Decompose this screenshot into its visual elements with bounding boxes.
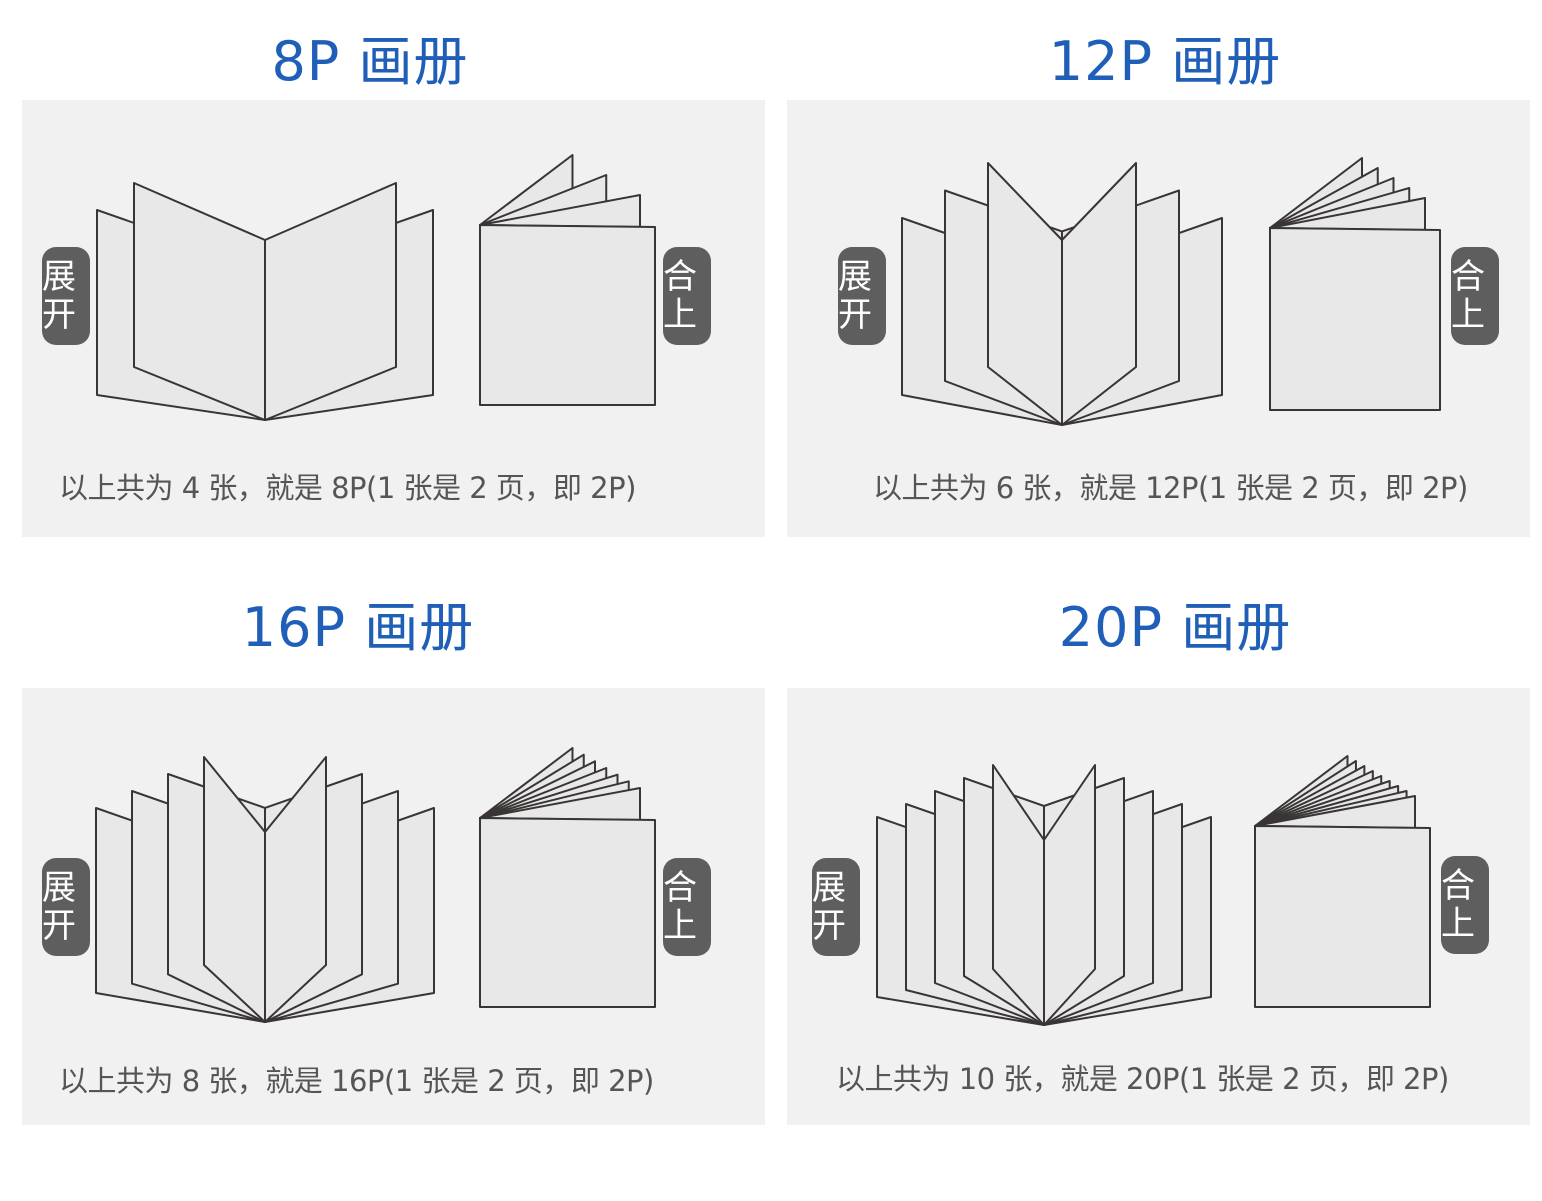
- booklet-illustration: [901, 157, 1441, 426]
- booklet-illustration: [96, 154, 656, 421]
- caption: 以上共为 8 张，就是 16P(1 张是 2 页，即 2P): [59, 1064, 654, 1098]
- caption: 以上共为 4 张，就是 8P(1 张是 2 页，即 2P): [59, 471, 636, 505]
- booklet-illustration: [95, 747, 656, 1023]
- caption: 以上共为 6 张，就是 12P(1 张是 2 页，即 2P): [873, 471, 1468, 505]
- open-sheet: [1061, 162, 1137, 426]
- open-label: 展开: [42, 257, 76, 335]
- panel-8p: 展开 合上 以上共为 4 张，就是 8P(1 张是 2 页，即 2P): [22, 100, 765, 537]
- open-sheet: [264, 756, 327, 1023]
- booklet-illustration: [876, 755, 1431, 1026]
- open-badge: 展开: [812, 858, 860, 956]
- title-12p: 12P 画册: [1048, 30, 1282, 93]
- closed-badge: 合上: [663, 858, 711, 956]
- title-16p: 16P 画册: [241, 596, 475, 659]
- closed-label: 合上: [1451, 257, 1485, 335]
- caption: 以上共为 10 张，就是 20P(1 张是 2 页，即 2P): [836, 1062, 1449, 1096]
- panel-20p: 展开 合上 以上共为 10 张，就是 20P(1 张是 2 页，即 2P): [787, 688, 1530, 1125]
- closed-badge: 合上: [663, 247, 711, 345]
- open-badge: 展开: [838, 247, 886, 345]
- closed-label: 合上: [1441, 866, 1475, 944]
- open-badge: 展开: [42, 247, 90, 345]
- open-sheet: [1043, 764, 1096, 1026]
- closed-badge: 合上: [1441, 856, 1489, 954]
- open-badge: 展开: [42, 858, 90, 956]
- closed-label: 合上: [663, 868, 697, 946]
- closed-cover: [1254, 825, 1431, 1008]
- open-label: 展开: [42, 868, 76, 946]
- open-label: 展开: [812, 868, 846, 946]
- open-label: 展开: [838, 257, 872, 335]
- closed-label: 合上: [663, 257, 697, 335]
- closed-badge: 合上: [1451, 247, 1499, 345]
- title-20p: 20P 画册: [1058, 596, 1292, 659]
- closed-cover: [479, 817, 656, 1008]
- closed-cover: [1269, 227, 1441, 411]
- title-8p: 8P 画册: [271, 30, 469, 93]
- closed-cover: [479, 224, 656, 406]
- panel-12p: 展开 合上 以上共为 6 张，就是 12P(1 张是 2 页，即 2P): [787, 100, 1530, 537]
- open-sheet: [264, 182, 397, 421]
- panel-16p: 展开 合上 以上共为 8 张，就是 16P(1 张是 2 页，即 2P): [22, 688, 765, 1125]
